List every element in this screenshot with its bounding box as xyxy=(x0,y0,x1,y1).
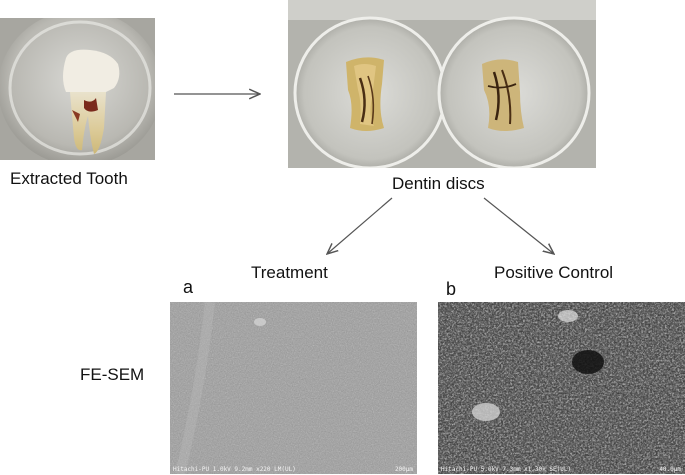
positive-control-label: Positive Control xyxy=(494,263,614,282)
fe-sem-label: FE-SEM xyxy=(80,365,145,384)
sem-caption-a: Hitachi-PU 1.0kV 9.2mm x220 LM(UL) 200μm xyxy=(170,465,417,474)
sem-image-treatment: Hitachi-PU 1.0kV 9.2mm x220 LM(UL) 200μm xyxy=(170,302,417,474)
sem-texture-a xyxy=(170,302,417,474)
arrow-discs-to-positive-control xyxy=(483,197,554,254)
sem-image-positive-control: Hitachi-PU 5.0kV 7.3mm x1.30k SE(UL) 40.… xyxy=(438,302,685,474)
extracted-tooth-photo xyxy=(0,18,155,160)
sem-caption-b-settings: Hitachi-PU 5.0kV 7.3mm x1.30k SE(UL) xyxy=(441,466,572,473)
dentin-discs-photo xyxy=(288,0,596,168)
sem-caption-b-scale: 40.0μm xyxy=(659,466,681,473)
treatment-label: Treatment xyxy=(251,263,328,282)
sem-texture-b xyxy=(438,302,685,474)
sem-caption-b: Hitachi-PU 5.0kV 7.3mm x1.30k SE(UL) 40.… xyxy=(438,465,685,474)
panel-b-letter: b xyxy=(446,279,457,299)
dentin-discs-label: Dentin discs xyxy=(392,174,485,193)
sem-caption-a-scale: 200μm xyxy=(394,466,413,473)
sem-caption-a-settings: Hitachi-PU 1.0kV 9.2mm x220 LM(UL) xyxy=(173,466,296,473)
arrow-discs-to-treatment xyxy=(327,197,393,254)
panel-a-letter: a xyxy=(183,277,194,297)
extracted-tooth-label: Extracted Tooth xyxy=(10,169,128,188)
